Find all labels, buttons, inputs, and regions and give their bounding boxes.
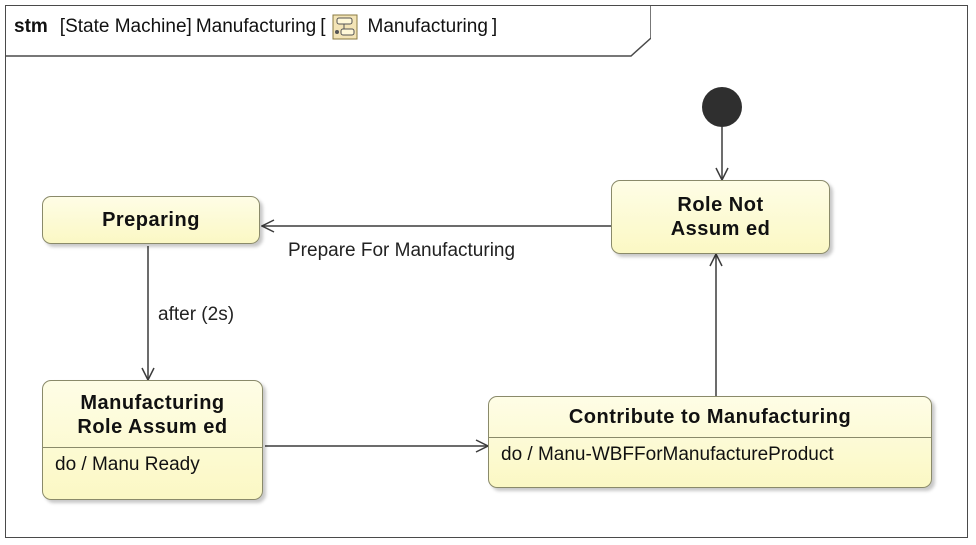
state-contribute-to-manufacturing[interactable]: Contribute to Manufacturing do / Manu-WB…: [488, 396, 932, 488]
frame-context: Manufacturing: [367, 16, 488, 37]
frame-close-bracket: ]: [491, 16, 498, 37]
state-name-line1: Manufacturing: [80, 392, 225, 414]
frame-header-tab: [5, 5, 651, 57]
transition-label-prepare: Prepare For Manufacturing: [288, 240, 516, 261]
diagram-frame: [5, 5, 968, 538]
state-name-line1: Role Not: [677, 194, 764, 216]
frame-kind: [State Machine]: [59, 16, 192, 37]
state-name: Contribute to Manufacturing: [568, 406, 852, 428]
state-manufacturing-role-assumed[interactable]: Manufacturing Role Assum ed do / Manu Re…: [42, 380, 263, 500]
state-name: Preparing: [102, 209, 200, 231]
frame-keyword: stm: [14, 16, 48, 37]
state-name-line2: Assum ed: [670, 218, 771, 240]
state-role-not-assumed[interactable]: Role Not Assum ed: [611, 180, 830, 254]
initial-pseudostate[interactable]: [702, 87, 742, 127]
state-name-line2: Role Assum ed: [77, 416, 228, 438]
state-do-activity: do / Manu-WBFForManufactureProduct: [501, 444, 834, 465]
frame-open-bracket: [: [320, 16, 326, 37]
state-machine-icon: [332, 14, 358, 40]
state-do-activity: do / Manu Ready: [55, 454, 200, 475]
frame-title: stm [State Machine] Manufacturing [ Manu…: [14, 14, 497, 40]
state-compartment-divider: [489, 437, 931, 438]
transition-label-after: after (2s): [158, 304, 235, 325]
frame-name: Manufacturing: [195, 16, 317, 37]
state-preparing[interactable]: Preparing: [42, 196, 260, 244]
state-compartment-divider: [43, 447, 262, 448]
